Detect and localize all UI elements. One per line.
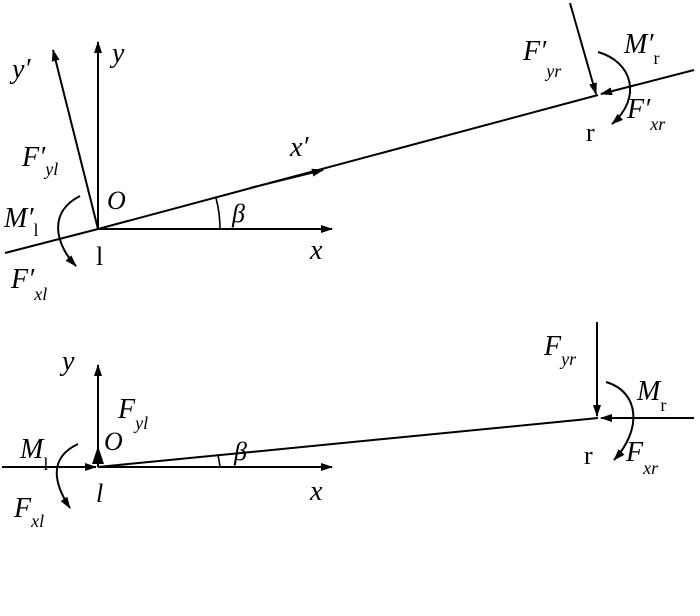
top-y-label: y	[109, 38, 125, 69]
top-x-prime-arrow	[249, 168, 324, 189]
bottom-left-force-y-head	[92, 446, 104, 464]
top-right-node-label: r	[586, 118, 595, 147]
top-beam-left-extension	[4, 228, 99, 254]
top-left-moment-arrow	[57, 195, 81, 267]
bottom-right-moment-label: Mr	[636, 376, 666, 415]
bottom-angle-label: β	[233, 437, 247, 466]
bottom-diagram: y x O β l r Fyl Ml Fxl Fyr Mr Fxr	[2, 322, 694, 531]
top-right-moment-arrow	[597, 51, 631, 125]
bottom-left-moment-arrow	[55, 443, 79, 509]
top-right-force-x-arrow	[600, 69, 695, 96]
top-y-prime-label: y′	[9, 54, 31, 85]
top-diagram: y′ y x′ x O β l r F′yl M′l F′xl F′yr M′r…	[3, 2, 695, 304]
bottom-left-force-x-label: Fxl	[13, 493, 44, 531]
top-origin-label: O	[107, 186, 126, 215]
bottom-left-moment-label: Ml	[19, 434, 48, 474]
top-left-force-x-label: F′xl	[10, 264, 47, 304]
top-left-node-label: l	[96, 242, 103, 271]
top-right-force-y-label: F′yr	[522, 36, 562, 81]
bottom-right-node-label: r	[584, 441, 593, 470]
top-x-label: x	[309, 235, 323, 266]
bottom-x-label: x	[309, 476, 323, 507]
top-right-moment-label: M′r	[623, 29, 659, 68]
bottom-left-node-label: l	[96, 479, 103, 508]
bottom-left-force-y-label: Fyl	[117, 394, 148, 433]
bottom-beam	[97, 417, 599, 468]
top-right-force-x-label: F′xr	[626, 94, 666, 134]
top-y-prime-axis	[51, 49, 99, 230]
top-beam	[97, 94, 599, 230]
top-angle-arc	[215, 197, 221, 230]
bottom-angle-arc	[217, 454, 221, 468]
top-left-force-y-label: F′yl	[21, 142, 58, 179]
top-x-prime-label: x′	[289, 132, 309, 163]
bottom-right-force-y-label: Fyr	[543, 331, 577, 369]
top-angle-label: β	[231, 199, 245, 228]
bottom-y-label: y	[59, 346, 75, 377]
bottom-right-force-x-label: Fxr	[625, 437, 659, 478]
bottom-right-moment-arrow	[605, 381, 635, 461]
bottom-origin-label: O	[104, 427, 123, 456]
top-right-force-y-arrow	[569, 2, 597, 95]
top-left-moment-label: M′l	[3, 203, 38, 240]
